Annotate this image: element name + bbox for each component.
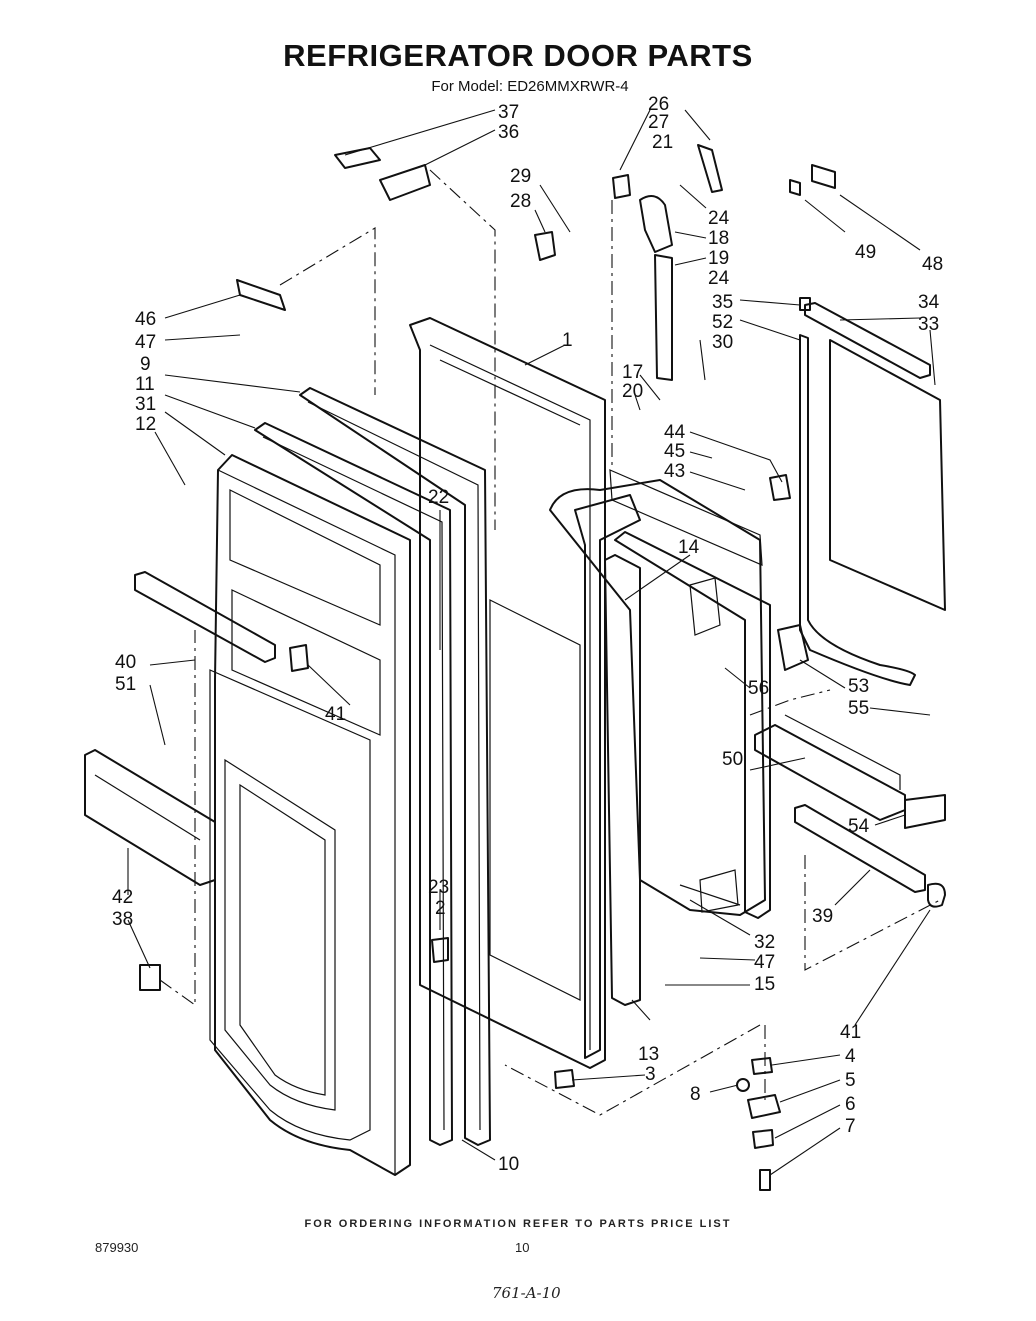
fresh-food-door-panel [829, 339, 946, 611]
callout-47a: 47 [135, 332, 156, 353]
callout-50: 50 [722, 749, 743, 770]
callout-13: 13 [638, 1044, 659, 1065]
callout-12: 12 [135, 414, 156, 435]
callout-49: 49 [855, 242, 876, 263]
page-title: REFRIGERATOR DOOR PARTS [283, 38, 753, 73]
callout-1: 1 [562, 330, 573, 351]
document-number: 879930 [95, 1240, 139, 1255]
callout-8: 8 [690, 1084, 701, 1105]
callout-7: 7 [845, 1116, 856, 1137]
door-trim-strip [799, 334, 916, 686]
callout-23: 23 [428, 877, 449, 898]
callout-48: 48 [922, 254, 943, 275]
callout-28: 28 [510, 191, 531, 212]
callout-35: 35 [712, 292, 733, 313]
freezer-door-gasket [254, 387, 491, 1146]
callout-6: 6 [845, 1094, 856, 1115]
callout-18: 18 [708, 228, 729, 249]
callout-45: 45 [664, 441, 685, 462]
dispenser-tube [574, 195, 673, 1059]
callout-3: 3 [645, 1064, 656, 1085]
callout-38: 38 [112, 909, 133, 930]
ordering-note: FOR ORDERING INFORMATION REFER TO PARTS … [304, 1218, 732, 1230]
callout-41a: 41 [325, 704, 346, 725]
callout-46: 46 [135, 309, 156, 330]
callout-2: 2 [435, 898, 446, 919]
callout-54: 54 [848, 816, 870, 837]
callout-24b: 24 [708, 268, 730, 289]
callout-31: 31 [135, 394, 156, 415]
callout-19: 19 [708, 248, 729, 269]
callout-51: 51 [115, 674, 136, 695]
callout-14: 14 [678, 537, 700, 558]
callout-29: 29 [510, 166, 531, 187]
callout-10: 10 [498, 1154, 519, 1175]
callout-11: 11 [135, 374, 155, 395]
callout-47b: 47 [754, 952, 775, 973]
callout-17: 17 [622, 362, 643, 383]
callout-26: 26 [648, 94, 669, 115]
callout-40: 40 [115, 652, 136, 673]
callout-36: 36 [498, 122, 519, 143]
hinge-hardware [139, 144, 946, 1191]
freezer-inner-liner [409, 317, 606, 1069]
callout-32: 32 [754, 932, 775, 953]
fresh-food-door-gasket [604, 531, 771, 1006]
freezer-door-outer-panel [209, 454, 411, 1176]
callout-56: 56 [748, 678, 769, 699]
callout-labels: 37 36 26 27 21 29 28 24 18 19 24 49 48 4… [112, 94, 943, 1175]
alignment-lines [159, 169, 941, 1116]
callout-5: 5 [845, 1070, 856, 1091]
callout-39: 39 [812, 906, 833, 927]
page-number: 10 [515, 1240, 530, 1255]
callout-55: 55 [848, 698, 869, 719]
callout-leaders [127, 109, 936, 1176]
callout-41b: 41 [840, 1022, 861, 1043]
callout-21: 21 [652, 132, 673, 153]
callout-4: 4 [845, 1046, 856, 1067]
callout-42: 42 [112, 887, 133, 908]
callout-34: 34 [918, 292, 940, 313]
callout-52: 52 [712, 312, 733, 333]
callout-37: 37 [498, 102, 519, 123]
callout-30: 30 [712, 332, 733, 353]
callout-9: 9 [140, 354, 151, 375]
callout-44: 44 [664, 422, 686, 443]
model-subtitle: For Model: ED26MMXRWR-4 [431, 78, 629, 95]
callout-20: 20 [622, 381, 643, 402]
fresh-food-door [549, 469, 766, 916]
callout-53: 53 [848, 676, 869, 697]
callout-43: 43 [664, 461, 685, 482]
callout-22: 22 [428, 487, 449, 508]
callout-27: 27 [648, 112, 669, 133]
callout-24a: 24 [708, 208, 730, 229]
handwritten-reference: 761-A-10 [492, 1284, 561, 1302]
callout-15: 15 [754, 974, 775, 995]
callout-33: 33 [918, 314, 939, 335]
